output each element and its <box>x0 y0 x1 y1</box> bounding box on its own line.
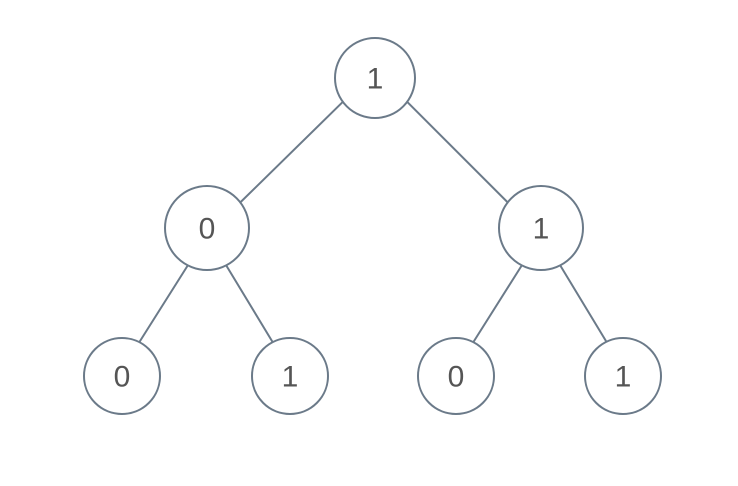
edges-layer <box>138 100 608 343</box>
node-circle[interactable] <box>83 337 161 415</box>
node-circle[interactable] <box>334 37 416 119</box>
tree-edge <box>472 264 523 343</box>
tree-node[interactable]: 0 <box>417 337 495 415</box>
tree-node[interactable]: 1 <box>334 37 416 119</box>
node-label: 1 <box>367 63 384 96</box>
node-label: 1 <box>282 361 299 394</box>
node-label: 1 <box>533 213 550 246</box>
nodes-layer: 1 0 1 0 1 0 1 <box>83 37 662 415</box>
tree-edge <box>559 264 608 343</box>
node-circle[interactable] <box>417 337 495 415</box>
node-circle[interactable] <box>164 185 250 271</box>
node-circle[interactable] <box>584 337 662 415</box>
node-circle[interactable] <box>251 337 329 415</box>
node-label: 0 <box>114 361 131 394</box>
tree-node[interactable]: 1 <box>584 337 662 415</box>
tree-node[interactable]: 0 <box>83 337 161 415</box>
tree-edge <box>238 100 344 205</box>
node-label: 0 <box>448 361 465 394</box>
node-circle[interactable] <box>498 185 584 271</box>
tree-edge <box>138 264 189 343</box>
node-label: 0 <box>199 213 216 246</box>
tree-node[interactable]: 1 <box>251 337 329 415</box>
tree-node[interactable]: 1 <box>498 185 584 271</box>
tree-node[interactable]: 0 <box>164 185 250 271</box>
tree-edge <box>406 100 510 205</box>
node-label: 1 <box>615 361 632 394</box>
tree-edge <box>225 264 274 343</box>
